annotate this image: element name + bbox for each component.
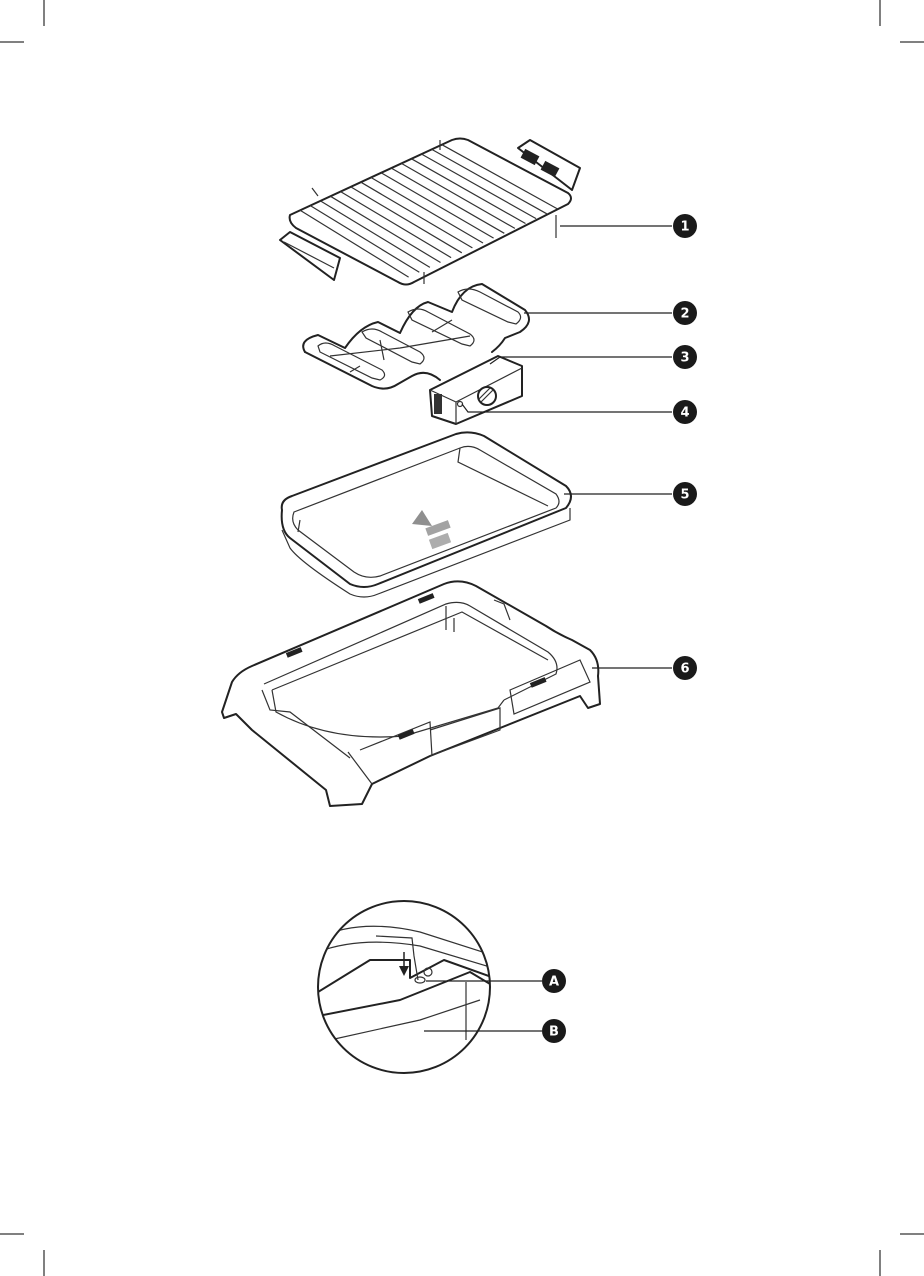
callout-2: 2 xyxy=(673,301,697,325)
heating-element xyxy=(303,284,529,389)
rack-bar xyxy=(381,173,494,238)
rack-bar xyxy=(341,192,452,258)
svg-text:2: 2 xyxy=(680,307,689,322)
callout-1: 1 xyxy=(673,214,697,238)
svg-text:5: 5 xyxy=(680,488,689,503)
rack-bar xyxy=(401,163,515,228)
callout-4: 4 xyxy=(673,400,697,424)
callout-3: 3 xyxy=(673,345,697,369)
grill-rack xyxy=(280,139,580,285)
rack-bar xyxy=(331,196,441,262)
rack-bar xyxy=(351,187,462,253)
svg-text:6: 6 xyxy=(680,662,689,677)
rack-bar xyxy=(391,168,504,233)
svg-text:1: 1 xyxy=(680,220,689,235)
rack-bar xyxy=(412,159,526,224)
svg-text:B: B xyxy=(549,1025,559,1040)
rack-bar xyxy=(371,178,483,244)
callout-A: A xyxy=(542,969,566,993)
rack-bar xyxy=(361,182,473,248)
detail-view xyxy=(318,901,520,1073)
rack-bar xyxy=(442,145,558,209)
leader-lines xyxy=(424,226,672,1031)
rack-bar xyxy=(422,154,536,219)
callout-5: 5 xyxy=(673,482,697,506)
drip-tray xyxy=(282,432,571,597)
rack-bar xyxy=(310,206,419,273)
callout-6: 6 xyxy=(673,656,697,680)
callout-B: B xyxy=(542,1019,566,1043)
temperature-control-box xyxy=(430,356,522,424)
svg-text:A: A xyxy=(549,975,559,990)
grill-base xyxy=(222,581,600,806)
warning-symbol xyxy=(412,510,451,549)
svg-text:3: 3 xyxy=(680,351,689,366)
down-arrow-icon xyxy=(399,952,409,976)
svg-text:4: 4 xyxy=(680,406,689,421)
